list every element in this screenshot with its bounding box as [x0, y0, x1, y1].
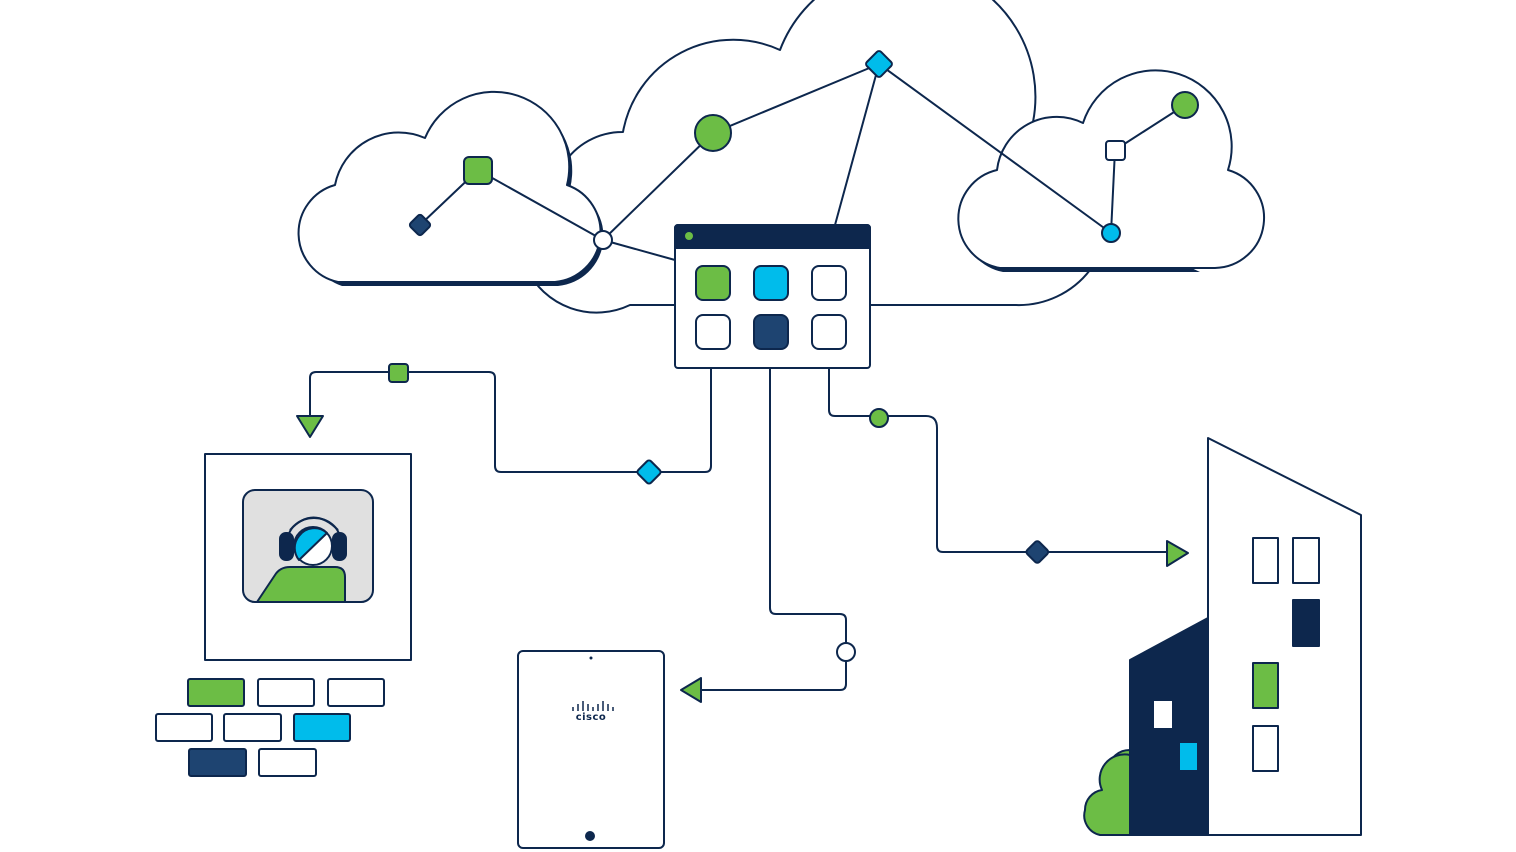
user-headset-icon: [204, 453, 412, 661]
cloud-icon: [957, 69, 1265, 269]
node: [1105, 140, 1126, 161]
app-window-icon: [674, 224, 871, 369]
node: [593, 230, 613, 250]
node: [408, 213, 432, 237]
cloud-icon: [297, 90, 602, 283]
bricks-icon: [155, 678, 385, 777]
node: [1171, 91, 1199, 119]
building-icon: [1083, 437, 1362, 836]
node: [1101, 223, 1121, 243]
node: [865, 50, 893, 78]
node: [463, 156, 493, 185]
tablet-icon: [517, 650, 665, 849]
node: [694, 114, 732, 152]
cisco-logo: cisco: [575, 712, 607, 723]
